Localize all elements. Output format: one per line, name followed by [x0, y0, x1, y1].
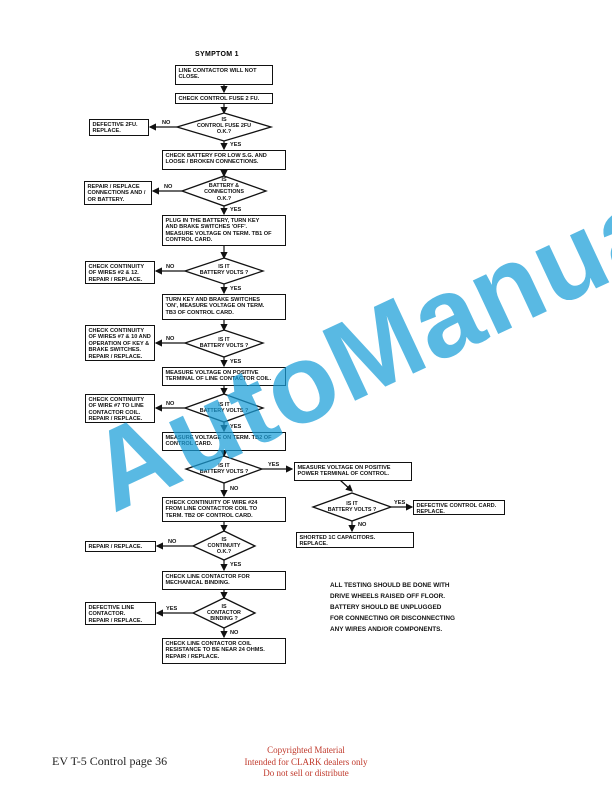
- action-check-wire-7: CHECK CONTINUITY OF WIRE #7 TO LINE CONT…: [85, 394, 155, 423]
- label-no-d5: NO: [166, 401, 175, 407]
- decision-d6: [184, 455, 264, 484]
- decision-d8: [191, 597, 257, 629]
- action-defective-2fu: DEFECTIVE 2FU. REPLACE.: [89, 119, 149, 136]
- label-no-d6: NO: [230, 486, 239, 492]
- step-check-coil-resistance: CHECK LINE CONTACTOR COIL RESISTANCE TO …: [162, 638, 286, 664]
- label-no-d1: NO: [162, 120, 171, 126]
- step-measure-tb2: MEASURE VOLTAGE ON TERM. TB2 OF CONTROL …: [162, 432, 286, 451]
- decision-text-d4: IS IT BATTERY VOLTS ?: [199, 337, 249, 350]
- action-repair-connections: REPAIR / REPLACE CONNECTIONS AND / OR BA…: [84, 181, 152, 205]
- action-defective-line-contactor: DEFECTIVE LINE CONTACTOR. REPAIR / REPLA…: [85, 602, 156, 625]
- footer-copyright-notice: Copyrighted Material Intended for CLARK …: [244, 745, 368, 778]
- decision-text-d5: IS IT BATTERY VOLTS ?: [199, 402, 249, 415]
- action-check-wires-7-10: CHECK CONTINUITY OF WIRES #7 & 10 AND OP…: [85, 325, 155, 361]
- safety-note: ALL TESTING SHOULD BE DONE WITH DRIVE WH…: [330, 582, 455, 633]
- step-check-control-fuse: CHECK CONTROL FUSE 2 FU.: [175, 93, 273, 104]
- step-measure-power-terminal: MEASURE VOLTAGE ON POSITIVE POWER TERMIN…: [294, 462, 412, 481]
- decision-text-d3: IS IT BATTERY VOLTS ?: [199, 264, 249, 277]
- decision-text-d6: IS IT BATTERY VOLTS ?: [199, 463, 249, 476]
- label-yes-d3: YES: [230, 286, 242, 292]
- decision-d4: [183, 329, 265, 358]
- decision-d5: [183, 393, 265, 423]
- step-turn-key-measure-tb3: TURN KEY AND BRAKE SWITCHES 'ON', MEASUR…: [162, 294, 286, 320]
- decision-text-d7: IS CONTINUITY O.K.?: [207, 537, 241, 556]
- footer-page-label: EV T-5 Control page 36: [52, 754, 168, 768]
- step-plug-battery-measure-tb1: PLUG IN THE BATTERY, TURN KEY AND BRAKE …: [162, 215, 286, 246]
- label-no-d2: NO: [164, 184, 173, 190]
- step-measure-contactor-coil: MEASURE VOLTAGE ON POSITIVE TERMINAL OF …: [162, 367, 286, 386]
- arrow-r1-d9: [339, 479, 353, 492]
- label-no-d8: NO: [230, 630, 239, 636]
- result-shorted-capacitors: SHORTED 1C CAPACITORS. REPLACE.: [296, 532, 414, 548]
- step-line-contactor-wont-close: LINE CONTACTOR WILL NOT CLOSE.: [175, 65, 273, 85]
- label-yes-d7: YES: [230, 562, 242, 568]
- page-title: SYMPTOM 1: [195, 51, 239, 58]
- label-yes-d1: YES: [230, 142, 242, 148]
- decision-text-d2: IS BATTERY & CONNECTIONS O.K.?: [204, 177, 244, 202]
- label-yes-d5: YES: [230, 424, 242, 430]
- step-check-mechanical-binding: CHECK LINE CONTACTOR FOR MECHANICAL BIND…: [162, 571, 286, 590]
- decision-d7: [191, 530, 257, 561]
- result-defective-control-card: DEFECTIVE CONTROL CARD. REPLACE.: [413, 500, 505, 515]
- decision-d1: [174, 112, 274, 142]
- step-check-battery: CHECK BATTERY FOR LOW S.G. AND LOOSE / B…: [162, 150, 286, 170]
- label-yes-d8: YES: [166, 606, 178, 612]
- action-check-wires-2-12: CHECK CONTINUITY OF WIRES #2 & 12. REPAI…: [85, 261, 155, 284]
- step-check-wire-24: CHECK CONTINUITY OF WIRE #24 FROM LINE C…: [162, 497, 286, 522]
- label-no-d9: NO: [358, 522, 367, 528]
- decision-d9: [311, 492, 393, 522]
- decision-text-d9: IS IT BATTERY VOLTS ?: [327, 501, 377, 514]
- decision-d2: [180, 175, 268, 207]
- action-repair-replace: REPAIR / REPLACE.: [85, 541, 156, 552]
- label-no-d4: NO: [166, 336, 175, 342]
- decision-text-d1: IS CONTROL FUSE 2FU O.K.?: [196, 117, 252, 136]
- label-yes-d9: YES: [394, 500, 406, 506]
- label-yes-d4: YES: [230, 359, 242, 365]
- label-yes-d6: YES: [268, 462, 280, 468]
- decision-text-d8: IS CONTACTOR BINDING ?: [207, 604, 241, 623]
- label-no-d7: NO: [168, 539, 177, 545]
- label-no-d3: NO: [166, 264, 175, 270]
- decision-d3: [182, 257, 266, 285]
- label-yes-d2: YES: [230, 207, 242, 213]
